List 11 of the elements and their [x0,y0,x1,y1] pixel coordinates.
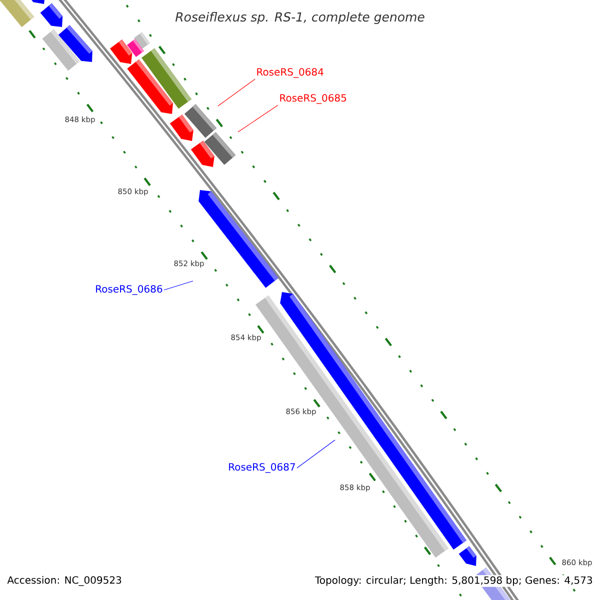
genome-info-text: Topology: circular; Length: 5,801,598 bp; Genes: 4,573 [314,575,594,587]
leader-line [296,440,336,468]
title: Roseiflexus sp. RS-1, complete genome [175,12,424,24]
leader-line [238,104,278,132]
gene-label: RoseRS_0684 [257,68,324,78]
gene-label: RoseRS_0687 [229,463,295,473]
accession-text: Accession: NC_009523 [6,575,123,587]
leader-line [218,78,256,106]
leader-line [164,280,194,290]
gene-label: RoseRS_0686 [96,285,162,295]
gene-label: RoseRS_0685 [280,94,346,104]
